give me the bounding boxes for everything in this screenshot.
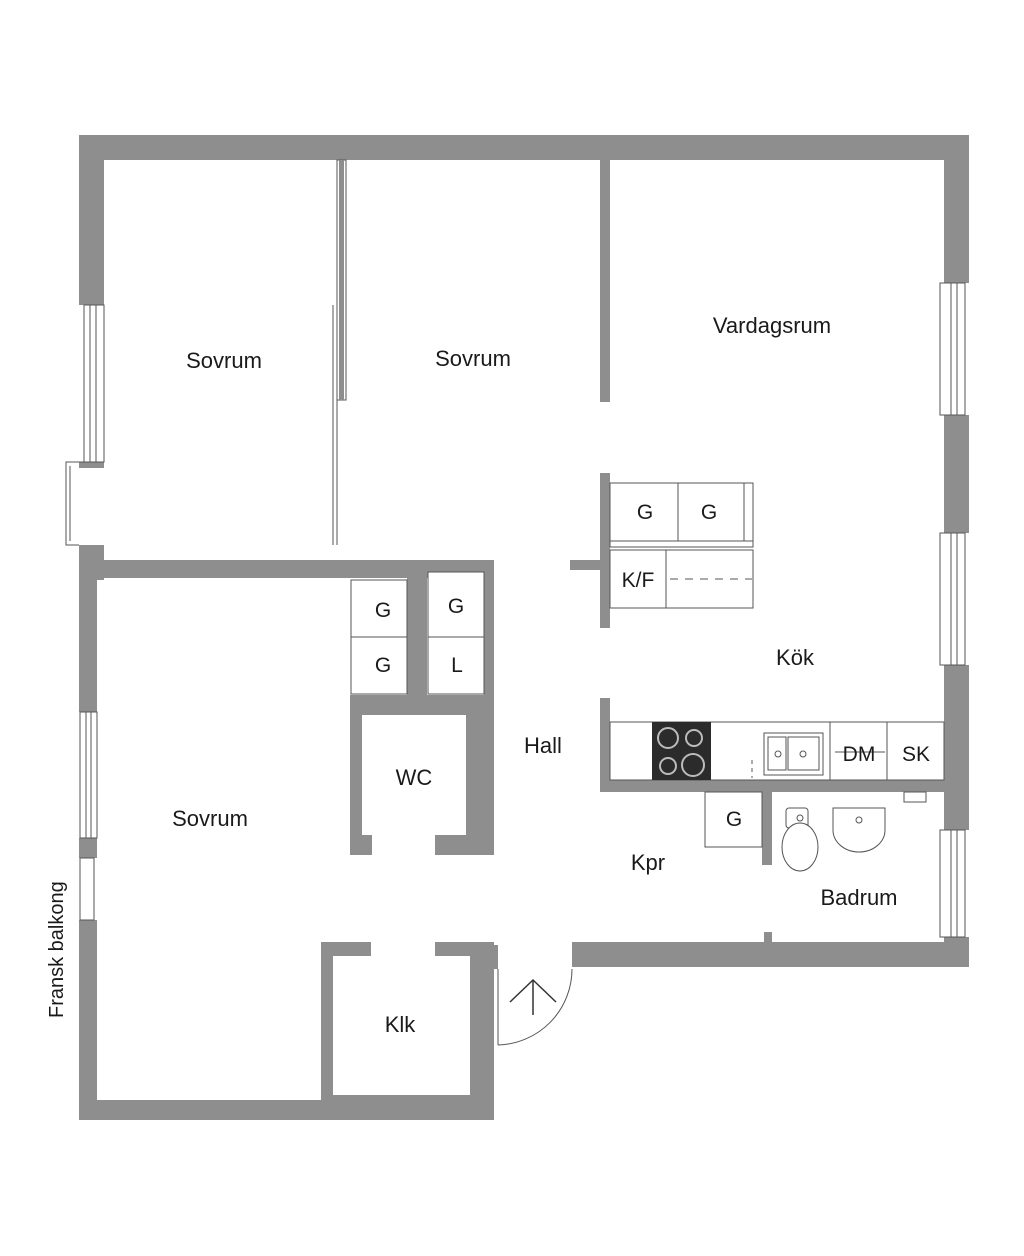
fixture-label-hall-g3: G (375, 654, 391, 677)
interior-walls (97, 159, 969, 1102)
room-label-vardagsrum: Vardagsrum (713, 313, 831, 338)
fixture-label-kitchen-g1: G (637, 501, 653, 524)
windows (65, 282, 966, 938)
fixtures (350, 482, 945, 1046)
room-label-kpr: Kpr (631, 850, 665, 875)
fixture-label-dm: DM (843, 743, 876, 766)
room-label-kok: Kök (776, 645, 815, 670)
outer-walls (79, 135, 969, 1120)
fixture-labels: G G K/F G G G L DM SK G (375, 501, 930, 831)
fixture-label-sk: SK (902, 743, 930, 766)
balcony-label: Fransk balkong (46, 881, 68, 1018)
fixture-label-kf: K/F (622, 569, 655, 592)
room-labels: Sovrum Sovrum Vardagsrum Sovrum Kök Hall… (172, 313, 897, 1037)
room-label-sovrum-1: Sovrum (186, 348, 262, 373)
fixture-label-hall-l: L (451, 654, 463, 677)
room-label-klk: Klk (385, 1012, 417, 1037)
room-label-hall: Hall (524, 733, 562, 758)
room-label-wc: WC (396, 765, 433, 790)
fixture-label-kpr-g: G (726, 808, 742, 831)
room-label-sovrum-3: Sovrum (172, 806, 248, 831)
fixture-label-hall-g1: G (375, 599, 391, 622)
room-label-sovrum-2: Sovrum (435, 346, 511, 371)
room-label-badrum: Badrum (820, 885, 897, 910)
fixture-label-kitchen-g2: G (701, 501, 717, 524)
fixture-label-hall-g2: G (448, 595, 464, 618)
